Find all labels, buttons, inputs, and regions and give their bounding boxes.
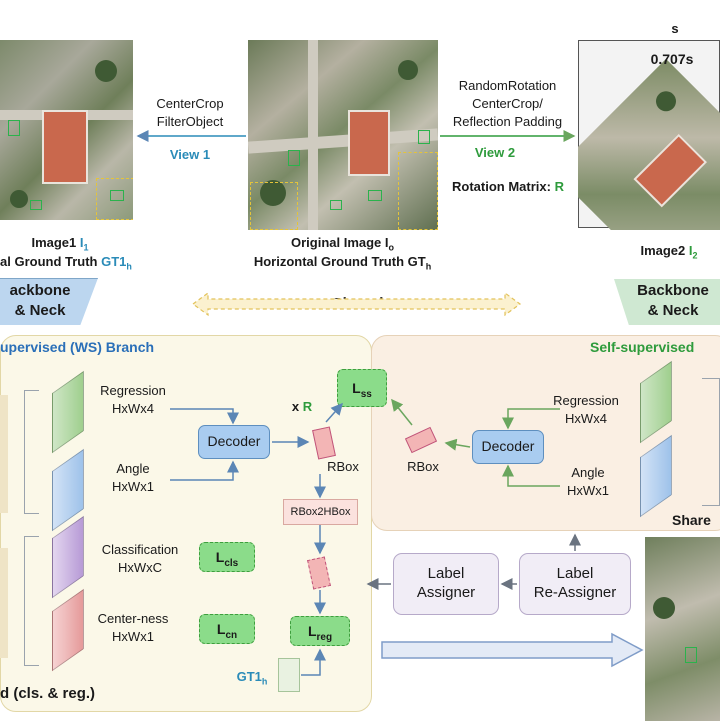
scale-s-label: s [671,21,679,36]
centerness-label-line1: Center-ness [97,611,169,626]
ws-cls-bracket [24,536,39,666]
loss-cls: Lcls [199,542,255,572]
ws-decoder: Decoder [198,425,270,459]
ss-angle-label-line1: Angle [571,465,605,480]
image1-caption: Image1 I1 [31,235,89,253]
image1-gt-caption: al Ground Truth GT1h [0,254,132,272]
ss-regression-label-line2: HxWx4 [565,411,607,426]
ws-reg-bracket [24,390,39,514]
angle-label-line2: HxWx1 [112,479,154,494]
gt1h-box [278,658,300,692]
loss-cn: Lcn [199,614,255,644]
ss-branch-title: Self-supervised [590,339,695,355]
ws-branch-title: upervised (WS) Branch [0,339,155,355]
centerness-label-line2: HxWx1 [112,629,154,644]
ws-neck-stack-lower [0,548,8,658]
rotation-matrix-label: Rotation Matrix: R [452,179,564,194]
ss-angle-label-line2: HxWx1 [567,483,609,498]
view1-op-centercrop: CenterCrop [156,96,224,111]
loss-ss: Lss [337,369,387,407]
backbone-neck-left [0,278,98,325]
angle-label-line1: Angle [116,461,150,476]
view2-label: View 2 [474,145,516,160]
ws-rbox-label: RBox [327,459,359,474]
original-aerial-photo [248,40,438,230]
image1-aerial-photo [0,40,133,220]
ss-decoder: Decoder [472,430,544,464]
original-gt-caption: Horizontal Ground Truth GTh [253,254,432,272]
scale-value: 0.707s [650,51,694,67]
rbox2hbox: RBox2HBox [283,499,358,525]
view2-op-randomrotation: RandomRotation [458,78,557,93]
ss-rbox-label: RBox [407,459,439,474]
classification-label-line1: Classification [101,542,179,557]
backbone-left-line1: ackbone [9,282,71,299]
ss-regression-label-line1: Regression [553,393,619,408]
regression-label-line1: Regression [100,383,166,398]
view1-label: View 1 [169,147,211,162]
backbone-right-line2: & Neck [647,302,699,319]
backbone-right-line1: Backbone [637,282,709,299]
gt1h-label: GT1h [236,669,268,687]
ss-shared-partial: Share [672,512,711,528]
bottom-right-photo [645,537,720,721]
view1-op-filterobject: FilterObject [156,114,224,129]
original-image-caption: Original Image Io [290,235,395,253]
backbone-left-line2: & Neck [14,302,66,319]
classification-label-line2: HxWxC [117,560,163,575]
image2-rotated-photo [578,40,720,230]
image2-caption: Image2 I2 [640,243,698,261]
ws-neck-stack-upper [0,395,8,513]
backbone-neck-right [614,279,720,325]
loss-reg: Lreg [290,616,350,646]
view2-op-centercrop: CenterCrop/ [472,96,543,111]
ws-head-footer: d (cls. & reg.) [0,685,96,702]
regression-label-line2: HxWx4 [112,401,154,416]
view2-op-reflection-padding: Reflection Padding [452,114,563,129]
times-r-label: x R [291,399,313,414]
